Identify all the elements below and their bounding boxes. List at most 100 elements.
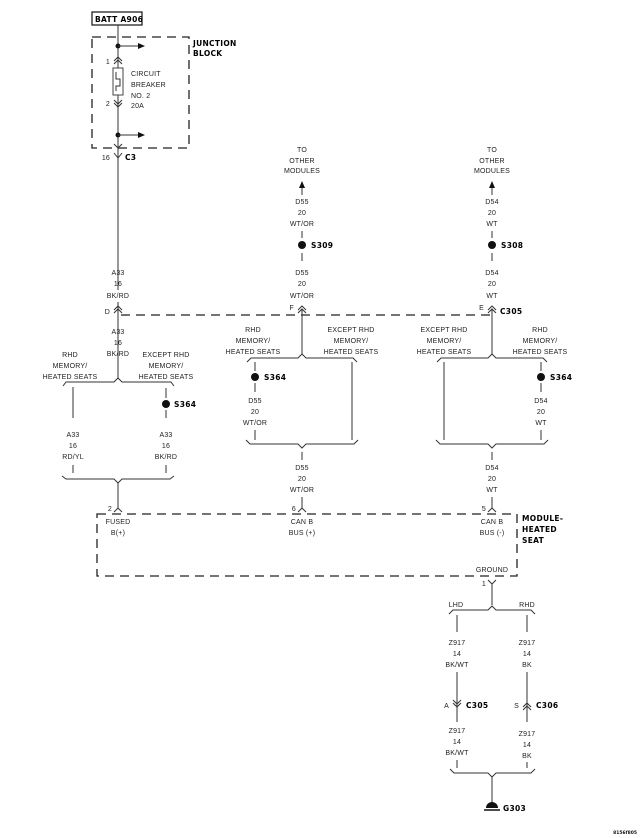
connector-chevron-icon — [297, 507, 307, 513]
pin-label: 16 — [102, 155, 110, 162]
connector-chevron-icon — [113, 152, 123, 159]
option-label: RHD — [519, 602, 535, 609]
wire-circuit: D55 — [295, 270, 308, 277]
splice-dot-icon — [488, 241, 496, 249]
pin-label: S — [514, 703, 519, 710]
option-label: HEATED SEATS — [226, 349, 281, 356]
arrow-right-icon — [138, 132, 145, 138]
connector-chevron-icon — [113, 507, 123, 513]
destination-label: TO — [487, 147, 497, 154]
connector-chevron-icon — [452, 699, 462, 708]
option-brace — [435, 439, 549, 449]
splice-label: S308 — [501, 241, 523, 250]
pin-label: 5 — [482, 506, 486, 513]
wire-color: WT/OR — [290, 487, 314, 494]
option-label: RHD — [62, 352, 78, 359]
option-label: EXCEPT RHD — [328, 327, 375, 334]
wire-circuit: D55 — [248, 398, 261, 405]
wire-circuit: Z917 — [449, 728, 466, 735]
wire-circuit: Z917 — [519, 731, 536, 738]
pin-function-label: BUS (-) — [480, 530, 505, 537]
connector-chevron-icon — [487, 579, 497, 585]
option-label: HEATED SEATS — [513, 349, 568, 356]
wire-circuit: D54 — [485, 465, 498, 472]
pin-function-label: FUSED — [106, 519, 131, 526]
breaker-label: CIRCUIT — [131, 71, 161, 78]
pin-label: 1 — [482, 581, 486, 588]
option-brace — [61, 475, 175, 484]
figure-id: 8156f805 — [613, 830, 637, 836]
can-bus-plus-branch: TO OTHER MODULES D55 20 WT/OR S309 D55 2… — [226, 147, 379, 513]
wire-color: BK — [522, 662, 532, 669]
connector-chevron-icon — [113, 56, 123, 65]
option-label: RHD — [532, 327, 548, 334]
battery-feed-label: BATT A906 — [91, 11, 143, 26]
option-label: MEMORY/ — [334, 338, 369, 345]
pin-label: 2 — [106, 101, 110, 108]
arrow-up-icon — [489, 181, 495, 188]
option-label: MEMORY/ — [149, 363, 184, 370]
battery-label-text: BATT A906 — [95, 15, 143, 24]
wire-circuit: D55 — [295, 199, 308, 206]
splice-dot-icon — [251, 373, 259, 381]
pin-function-label: CAN B — [291, 519, 314, 526]
option-label: LHD — [449, 602, 464, 609]
pin-label: 2 — [108, 506, 112, 513]
pin-label: 1 — [106, 59, 110, 66]
pin-label: A — [444, 703, 449, 710]
wire-gauge: 16 — [114, 281, 122, 288]
wire-circuit: D55 — [295, 465, 308, 472]
wire-circuit: D54 — [485, 270, 498, 277]
junction-block-title-2: BLOCK — [193, 49, 223, 58]
destination-label: MODULES — [474, 168, 510, 175]
destination-label: OTHER — [479, 158, 505, 165]
pin-function-label: BUS (+) — [289, 530, 316, 537]
arrow-up-icon — [299, 181, 305, 188]
wire-gauge: 20 — [488, 476, 496, 483]
breaker-element-icon — [115, 72, 121, 91]
pin-label: E — [479, 305, 484, 312]
pin-label: F — [290, 305, 294, 312]
wire-gauge: 14 — [523, 651, 531, 658]
wire-color: WT/OR — [290, 293, 314, 300]
wire-circuit: A33 — [111, 329, 124, 336]
connector-label: C306 — [536, 701, 558, 710]
connector-chevron-icon — [522, 702, 532, 711]
wire-circuit: Z917 — [519, 640, 536, 647]
option-label: MEMORY/ — [523, 338, 558, 345]
destination-label: OTHER — [289, 158, 315, 165]
splice-label: S364 — [264, 373, 286, 382]
wire-color: WT — [486, 221, 498, 228]
splice-dot-icon — [298, 241, 306, 249]
connector-chevron-icon — [113, 99, 123, 108]
wire-color: RD/YL — [62, 454, 84, 461]
connector-chevron-icon — [487, 507, 497, 513]
option-label: HEATED SEATS — [417, 349, 472, 356]
circuit-breaker-icon — [112, 67, 124, 96]
junction-block-title: JUNCTION — [192, 39, 237, 48]
wire-gauge: 14 — [453, 739, 461, 746]
wire-gauge: 20 — [537, 409, 545, 416]
module-title: HEATED — [522, 525, 557, 534]
wire-gauge: 16 — [162, 443, 170, 450]
wire-color: BK/WT — [445, 662, 469, 669]
wire-gauge: 20 — [251, 409, 259, 416]
wire-color: BK/RD — [107, 351, 129, 358]
wire-gauge: 20 — [488, 281, 496, 288]
wire-gauge: 20 — [488, 210, 496, 217]
ground-circuit: LHD RHD Z917 14 BK/WT Z917 14 BK A C305 … — [444, 602, 558, 813]
wire-gauge: 20 — [298, 476, 306, 483]
wire-circuit: Z917 — [449, 640, 466, 647]
connector-chevron-icon — [113, 305, 123, 314]
wire-color: BK — [522, 753, 532, 760]
junction-block: JUNCTION BLOCK 1 CIRCUIT BREAKER NO. 2 2… — [91, 25, 237, 290]
breaker-label: NO. 2 — [131, 93, 150, 100]
breaker-label: BREAKER — [131, 82, 166, 89]
pin-label: 6 — [292, 506, 296, 513]
pin-function-label: CAN B — [481, 519, 504, 526]
destination-label: MODULES — [284, 168, 320, 175]
pin-label: D — [105, 309, 110, 316]
wire-gauge: 16 — [114, 340, 122, 347]
arrow-right-icon — [138, 43, 145, 49]
